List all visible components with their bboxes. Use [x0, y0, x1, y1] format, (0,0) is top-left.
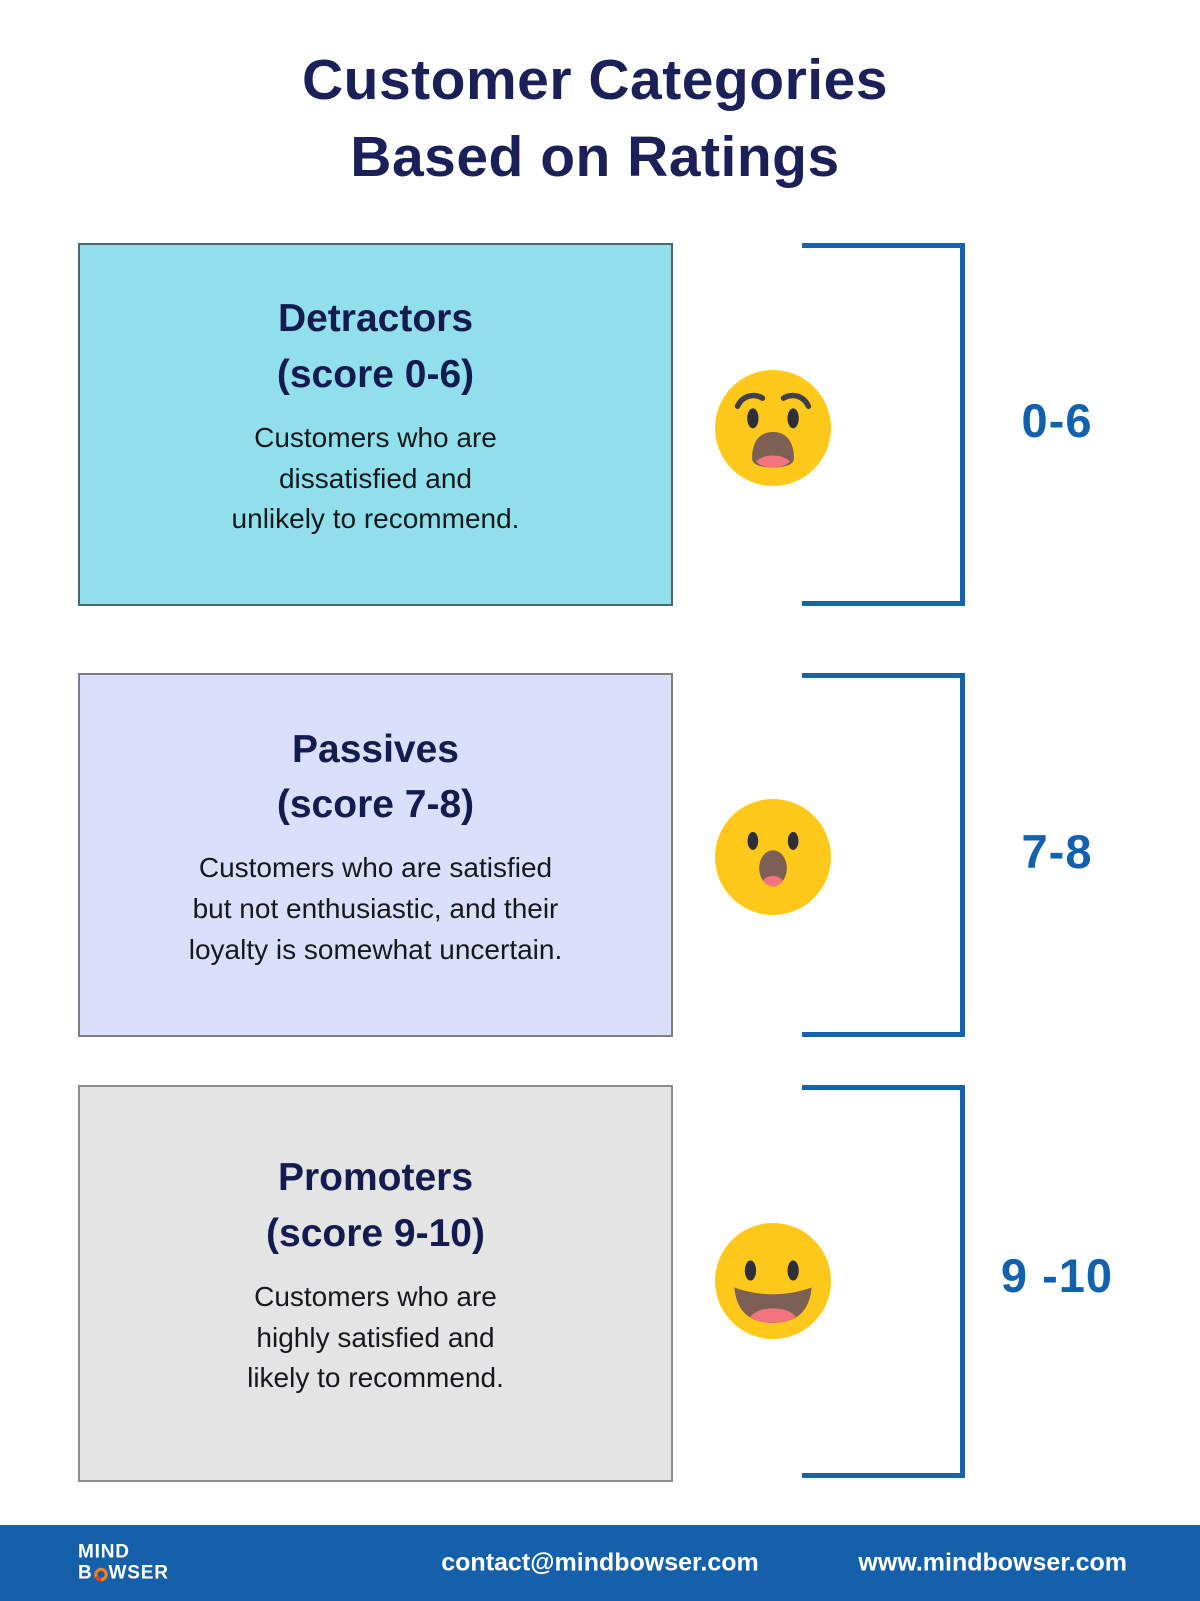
category-row-passives: Passives (score 7-8) Customers who are sa…	[78, 673, 1122, 1039]
logo-o-mark-icon	[93, 1566, 108, 1581]
page-title-line2: Based on Ratings	[350, 124, 840, 189]
mindbowser-logo: MIND B WSER	[78, 1542, 169, 1583]
page-title: Customer Categories Based on Ratings	[10, 42, 1180, 196]
passives-card-description: Customers who are satisfied but not enth…	[188, 852, 563, 965]
surprised-face-icon	[715, 799, 831, 915]
category-name: Detractors	[277, 297, 474, 341]
detractors-card: Detractors (score 0-6) Customers who are …	[78, 243, 673, 606]
promoters-card-description: Customers who are highly satisfied and l…	[247, 1280, 504, 1394]
logo-line2-suffix: WSER	[108, 1562, 169, 1583]
detractors-range-value: 0-6	[1021, 394, 1093, 447]
category-row-promoters: Promoters (score 9-10) Customers who are …	[78, 1085, 1122, 1482]
promoters-range-value: 9 -10	[1000, 1249, 1114, 1302]
contact-email[interactable]: contact@mindbowser.com	[441, 1548, 759, 1577]
category-score-label: (score 7-8)	[276, 783, 475, 827]
promoters-card-heading: Promoters (score 9-10)	[266, 1150, 485, 1261]
category-name: Promoters	[277, 1156, 474, 1200]
detractors-card-description: Customers who are dissatisfied and unlik…	[231, 421, 520, 535]
passives-card: Passives (score 7-8) Customers who are sa…	[78, 673, 673, 1037]
footer-bar: MIND B WSER contact@mindbowser.com www.m…	[0, 1525, 1200, 1601]
anguished-face-icon	[715, 370, 831, 486]
category-score-label: (score 0-6)	[276, 352, 475, 396]
category-name: Passives	[292, 727, 459, 771]
range-bracket	[802, 243, 965, 606]
page-title-line1: Customer Categories	[302, 48, 888, 112]
logo-line1: MIND	[78, 1541, 130, 1563]
website-link[interactable]: www.mindbowser.com	[858, 1548, 1127, 1577]
passives-card-heading: Passives (score 7-8)	[277, 722, 474, 833]
range-bracket	[802, 1085, 965, 1478]
passives-range-value: 7-8	[1021, 825, 1093, 878]
detractors-card-heading: Detractors (score 0-6)	[277, 291, 474, 402]
grinning-face-icon	[715, 1223, 831, 1339]
promoters-card: Promoters (score 9-10) Customers who are …	[78, 1085, 673, 1482]
logo-line2-prefix: B	[78, 1562, 93, 1583]
range-bracket	[802, 673, 965, 1037]
category-score-label: (score 9-10)	[266, 1211, 485, 1255]
category-row-detractors: Detractors (score 0-6) Customers who are …	[78, 243, 1122, 609]
logo-line2: B WSER	[78, 1562, 169, 1584]
